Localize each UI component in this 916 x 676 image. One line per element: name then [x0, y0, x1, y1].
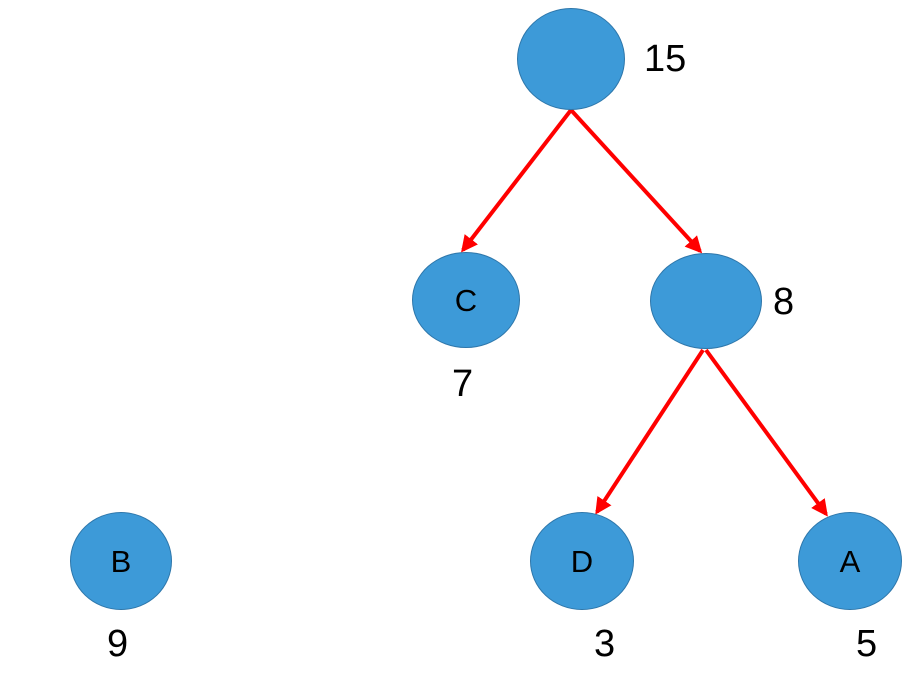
node-weight-root: 15	[644, 38, 687, 80]
node-weight-c: 7	[452, 363, 474, 405]
node-letter-d: D	[570, 543, 594, 579]
node-weight-a: 5	[856, 623, 878, 665]
graph-node-c[interactable]: C	[412, 252, 520, 348]
graph-node-eight[interactable]	[650, 253, 762, 349]
edge-root-to-eight	[569, 108, 703, 254]
edge-eight-to-a	[704, 348, 828, 517]
node-letter-c: C	[454, 282, 478, 318]
edge-eight-to-d	[595, 348, 705, 515]
node-weight-d: 3	[594, 623, 616, 665]
edge-root-to-c	[461, 108, 573, 253]
node-weight-eight: 8	[773, 281, 795, 323]
graph-node-root[interactable]	[517, 8, 625, 110]
node-letter-b: B	[110, 543, 132, 579]
graph-node-b[interactable]: B	[70, 512, 172, 610]
graph-node-a[interactable]: A	[798, 512, 902, 610]
node-letter-a: A	[839, 543, 861, 579]
graph-node-d[interactable]: D	[530, 512, 634, 610]
node-weight-b: 9	[107, 623, 129, 665]
